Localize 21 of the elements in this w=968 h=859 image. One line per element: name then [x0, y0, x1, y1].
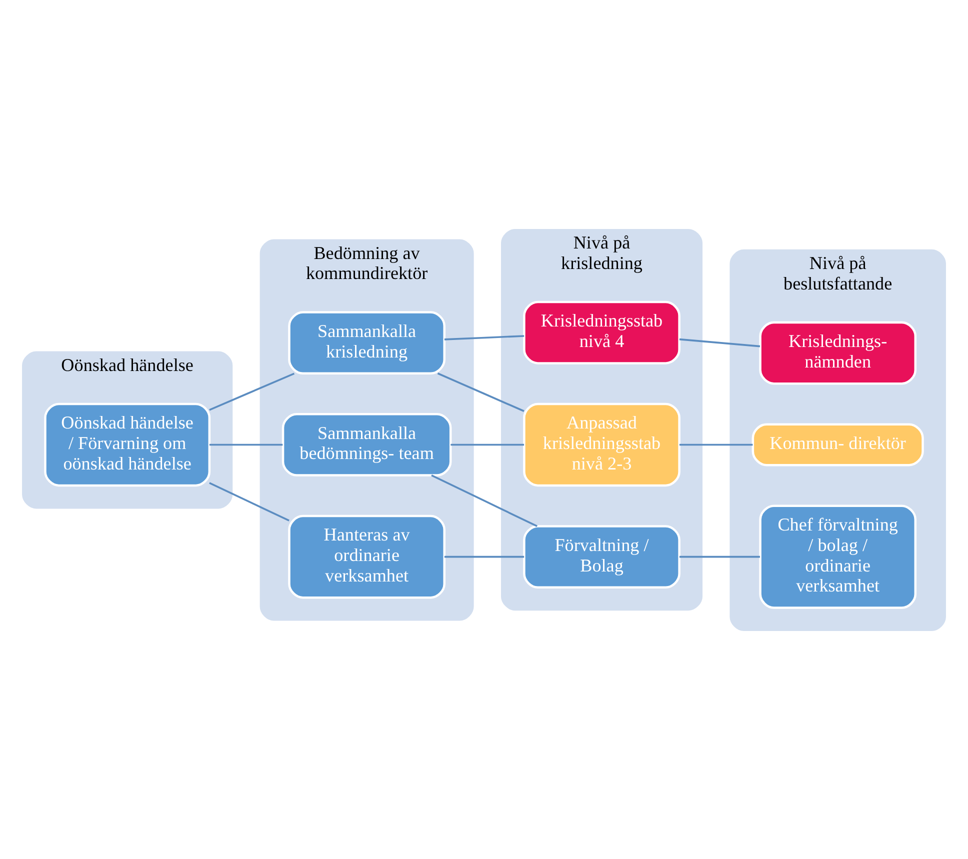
connector	[209, 372, 295, 410]
node-box: Hanteras av ordinarie verksamhet	[288, 514, 446, 598]
node-box: Sammankalla bedömnings- team	[282, 412, 452, 476]
node-box: Förvaltning / Bolag	[523, 524, 680, 588]
connector	[679, 338, 760, 347]
node-box: Sammankalla krisledning	[288, 310, 446, 374]
node-box: Kommun- direktör	[752, 422, 924, 466]
connector	[450, 443, 524, 446]
node-box: Krisledningsstab nivå 4	[523, 300, 680, 364]
connector	[431, 474, 538, 527]
node-box: Oönskad händelse / Förvarning om oönskad händelse	[44, 402, 211, 486]
connector	[209, 482, 290, 521]
node-box: Krislednings- nämnden	[759, 320, 917, 384]
node-box: Chef förvaltning / bolag / ordinarie verksamhet	[759, 504, 917, 608]
connector	[209, 443, 283, 446]
connector	[444, 555, 524, 558]
connector	[437, 372, 524, 412]
connector	[679, 555, 760, 558]
connector	[679, 443, 753, 446]
connector	[444, 334, 524, 340]
node-box: Anpassad krisledningsstab nivå 2-3	[523, 402, 680, 486]
